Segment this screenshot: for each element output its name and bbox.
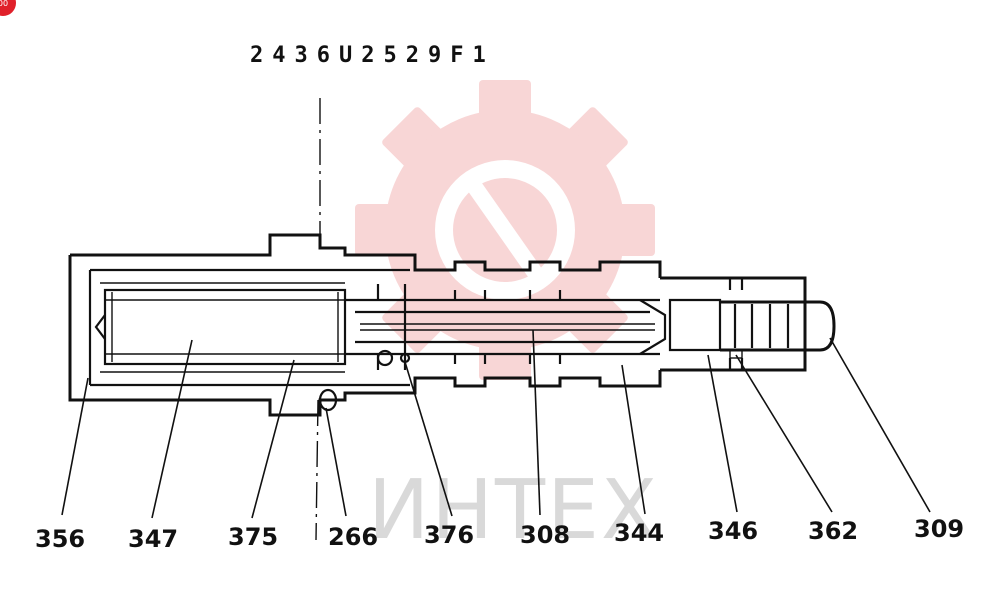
part-label-308: 308 xyxy=(520,521,570,549)
watermark-gear-icon xyxy=(355,80,655,380)
part-label-266: 266 xyxy=(328,523,378,551)
part-label-376: 376 xyxy=(424,521,474,549)
housing-356 xyxy=(68,233,662,417)
part-label-346: 346 xyxy=(708,517,758,545)
spool-308 xyxy=(345,284,667,370)
part-label-362: 362 xyxy=(808,517,858,545)
centerline-lower xyxy=(315,399,319,541)
part-label-347: 347 xyxy=(128,525,178,553)
stem-309 xyxy=(720,300,836,352)
corner-badge: 00 xyxy=(0,0,16,16)
part-label-375: 375 xyxy=(228,523,278,551)
part-label-309: 309 xyxy=(914,515,964,543)
leader-lines xyxy=(61,329,931,519)
part-label-344: 344 xyxy=(614,519,664,547)
piston-347 xyxy=(94,288,347,366)
plug-346 xyxy=(660,276,807,372)
part-label-356: 356 xyxy=(35,525,85,553)
o-ring-266 xyxy=(318,388,338,412)
watermark-text: ИНТЕХ xyxy=(368,463,659,558)
drawing-code: 2436U2529F1 xyxy=(250,43,495,68)
